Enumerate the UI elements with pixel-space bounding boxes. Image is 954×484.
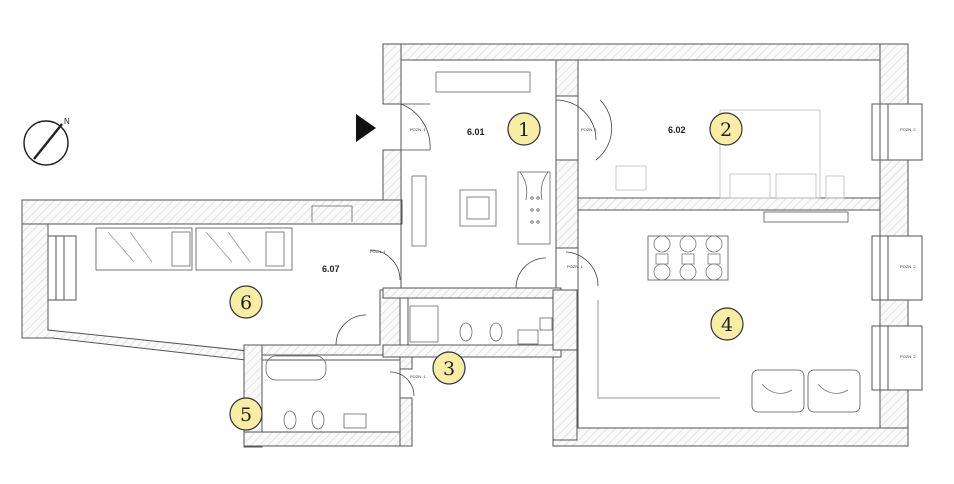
entrance-arrow [356, 114, 376, 142]
window-tag: POZN. 1 [581, 127, 597, 132]
room-code-6-02: 6.02 [668, 125, 686, 135]
north-label: N [64, 117, 70, 126]
room-badge-6: 6 [229, 285, 263, 319]
window-tag: POZN. 1 [370, 249, 386, 254]
window-right-bottom [871, 325, 923, 391]
window-tag: POZN. 2 [900, 264, 916, 269]
window-tag: POZN. 1 [567, 264, 583, 269]
room-code-6-07: 6.07 [322, 264, 340, 274]
room-outlines [48, 59, 881, 433]
furniture [95, 71, 861, 430]
walls [21, 43, 909, 448]
window-tag: POZN. 2 [900, 354, 916, 359]
window-tag: POZN. 1 [410, 374, 426, 379]
doors [335, 99, 613, 397]
window-tag: POZN. 2 [900, 127, 916, 132]
room-badges: 1 2 3 4 5 6 [229, 112, 744, 431]
room-code-6-01: 6.01 [467, 127, 485, 137]
window-right-middle [871, 235, 923, 301]
room-number: 2 [720, 119, 732, 141]
room-number: 1 [518, 119, 530, 141]
room-number: 5 [240, 404, 252, 426]
window-left [47, 235, 77, 301]
room-number: 4 [721, 314, 733, 336]
window-tag: POZN. 1 [410, 127, 426, 132]
room-badge-5: 5 [229, 397, 263, 431]
room-badge-4: 4 [710, 307, 744, 341]
room-badge-3: 3 [432, 351, 466, 385]
room-number: 3 [443, 358, 455, 380]
room-number: 6 [240, 292, 252, 314]
room-badge-2: 2 [709, 112, 743, 146]
north-indicator: N [23, 117, 70, 166]
window-right-top [871, 103, 923, 161]
room-badge-1: 1 [507, 112, 541, 146]
